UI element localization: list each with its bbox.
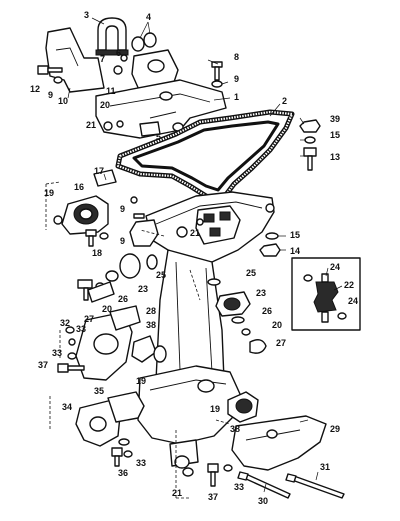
- callout-20b: 20: [102, 304, 112, 314]
- callout-38a: 38: [146, 320, 156, 330]
- callout-20c: 20: [272, 320, 282, 330]
- callout-28: 28: [146, 306, 156, 316]
- drive-shaft-housing: [137, 191, 275, 467]
- callout-30: 30: [258, 496, 268, 506]
- callout-39: 39: [330, 114, 340, 124]
- callout-23b: 23: [256, 288, 266, 298]
- callout-21b: 21: [190, 228, 200, 238]
- callout-9b: 9: [48, 90, 53, 100]
- callout-21a: 21: [86, 120, 96, 130]
- callout-24b: 24: [348, 296, 358, 306]
- callout-33a: 33: [76, 324, 86, 334]
- callout-33c: 33: [136, 458, 146, 468]
- callout-24a: 24: [330, 262, 340, 272]
- lower-left-anchor: [75, 391, 145, 467]
- callout-34: 34: [62, 402, 72, 412]
- callout-23a: 23: [138, 284, 148, 294]
- leader-lines: [67, 17, 343, 493]
- callout-26b: 26: [262, 306, 272, 316]
- callout-36: 36: [118, 468, 128, 478]
- right-upper-fasteners: [196, 119, 321, 257]
- callout-25a: 25: [156, 270, 166, 280]
- callout-8: 8: [234, 52, 239, 62]
- callout-3: 3: [84, 10, 89, 20]
- callout-14: 14: [290, 246, 300, 256]
- callout-9a: 9: [234, 74, 239, 84]
- callout-18: 18: [92, 248, 102, 258]
- lower-right-cover: [227, 391, 345, 499]
- callout-9d: 9: [120, 236, 125, 246]
- callout-29: 29: [330, 424, 340, 434]
- callout-27b: 27: [276, 338, 286, 348]
- upper-left-mount: [53, 169, 159, 247]
- callout-15a: 15: [330, 130, 340, 140]
- callout-1: 1: [234, 92, 239, 102]
- callout-35: 35: [94, 386, 104, 396]
- callout-19b: 19: [136, 376, 146, 386]
- callout-19a: 19: [44, 188, 54, 198]
- callout-16: 16: [74, 182, 84, 192]
- callout-37b: 37: [208, 492, 218, 502]
- callout-4: 4: [146, 12, 151, 22]
- callout-labels: 1 2 3 4 5 6 7 8 9 9 9 9 10 11 12 13 14 1…: [30, 10, 358, 506]
- callout-19c: 19: [210, 404, 220, 414]
- mount-inset-box: [291, 257, 361, 331]
- clamp-bracket-assembly: [37, 17, 227, 139]
- callout-15b: 15: [290, 230, 300, 240]
- callout-13: 13: [330, 152, 340, 162]
- callout-17: 17: [94, 166, 104, 176]
- callout-9c: 9: [120, 204, 125, 214]
- callout-5: 5: [156, 132, 161, 142]
- callout-2: 2: [282, 96, 287, 106]
- callout-21c: 21: [172, 488, 182, 498]
- callout-33d: 33: [234, 482, 244, 492]
- callout-33b: 33: [52, 348, 62, 358]
- callout-31: 31: [320, 462, 330, 472]
- callout-27a: 27: [84, 314, 94, 324]
- gasket: [115, 109, 295, 203]
- callout-25b: 25: [246, 268, 256, 278]
- left-lower-mount: [57, 281, 167, 381]
- callout-26a: 26: [118, 294, 128, 304]
- right-middle-mount: [207, 278, 267, 354]
- callout-37a: 37: [38, 360, 48, 370]
- callout-10: 10: [58, 96, 68, 106]
- callout-7: 7: [100, 54, 105, 64]
- callout-32: 32: [60, 318, 70, 328]
- bottom-center-fasteners: [174, 455, 233, 487]
- callout-38b: 38: [230, 424, 240, 434]
- callout-6: 6: [116, 48, 121, 58]
- callout-20a: 20: [100, 100, 110, 110]
- callout-12: 12: [30, 84, 40, 94]
- callout-11: 11: [106, 86, 116, 96]
- callout-22: 22: [344, 280, 354, 290]
- guide-lines: [45, 181, 231, 499]
